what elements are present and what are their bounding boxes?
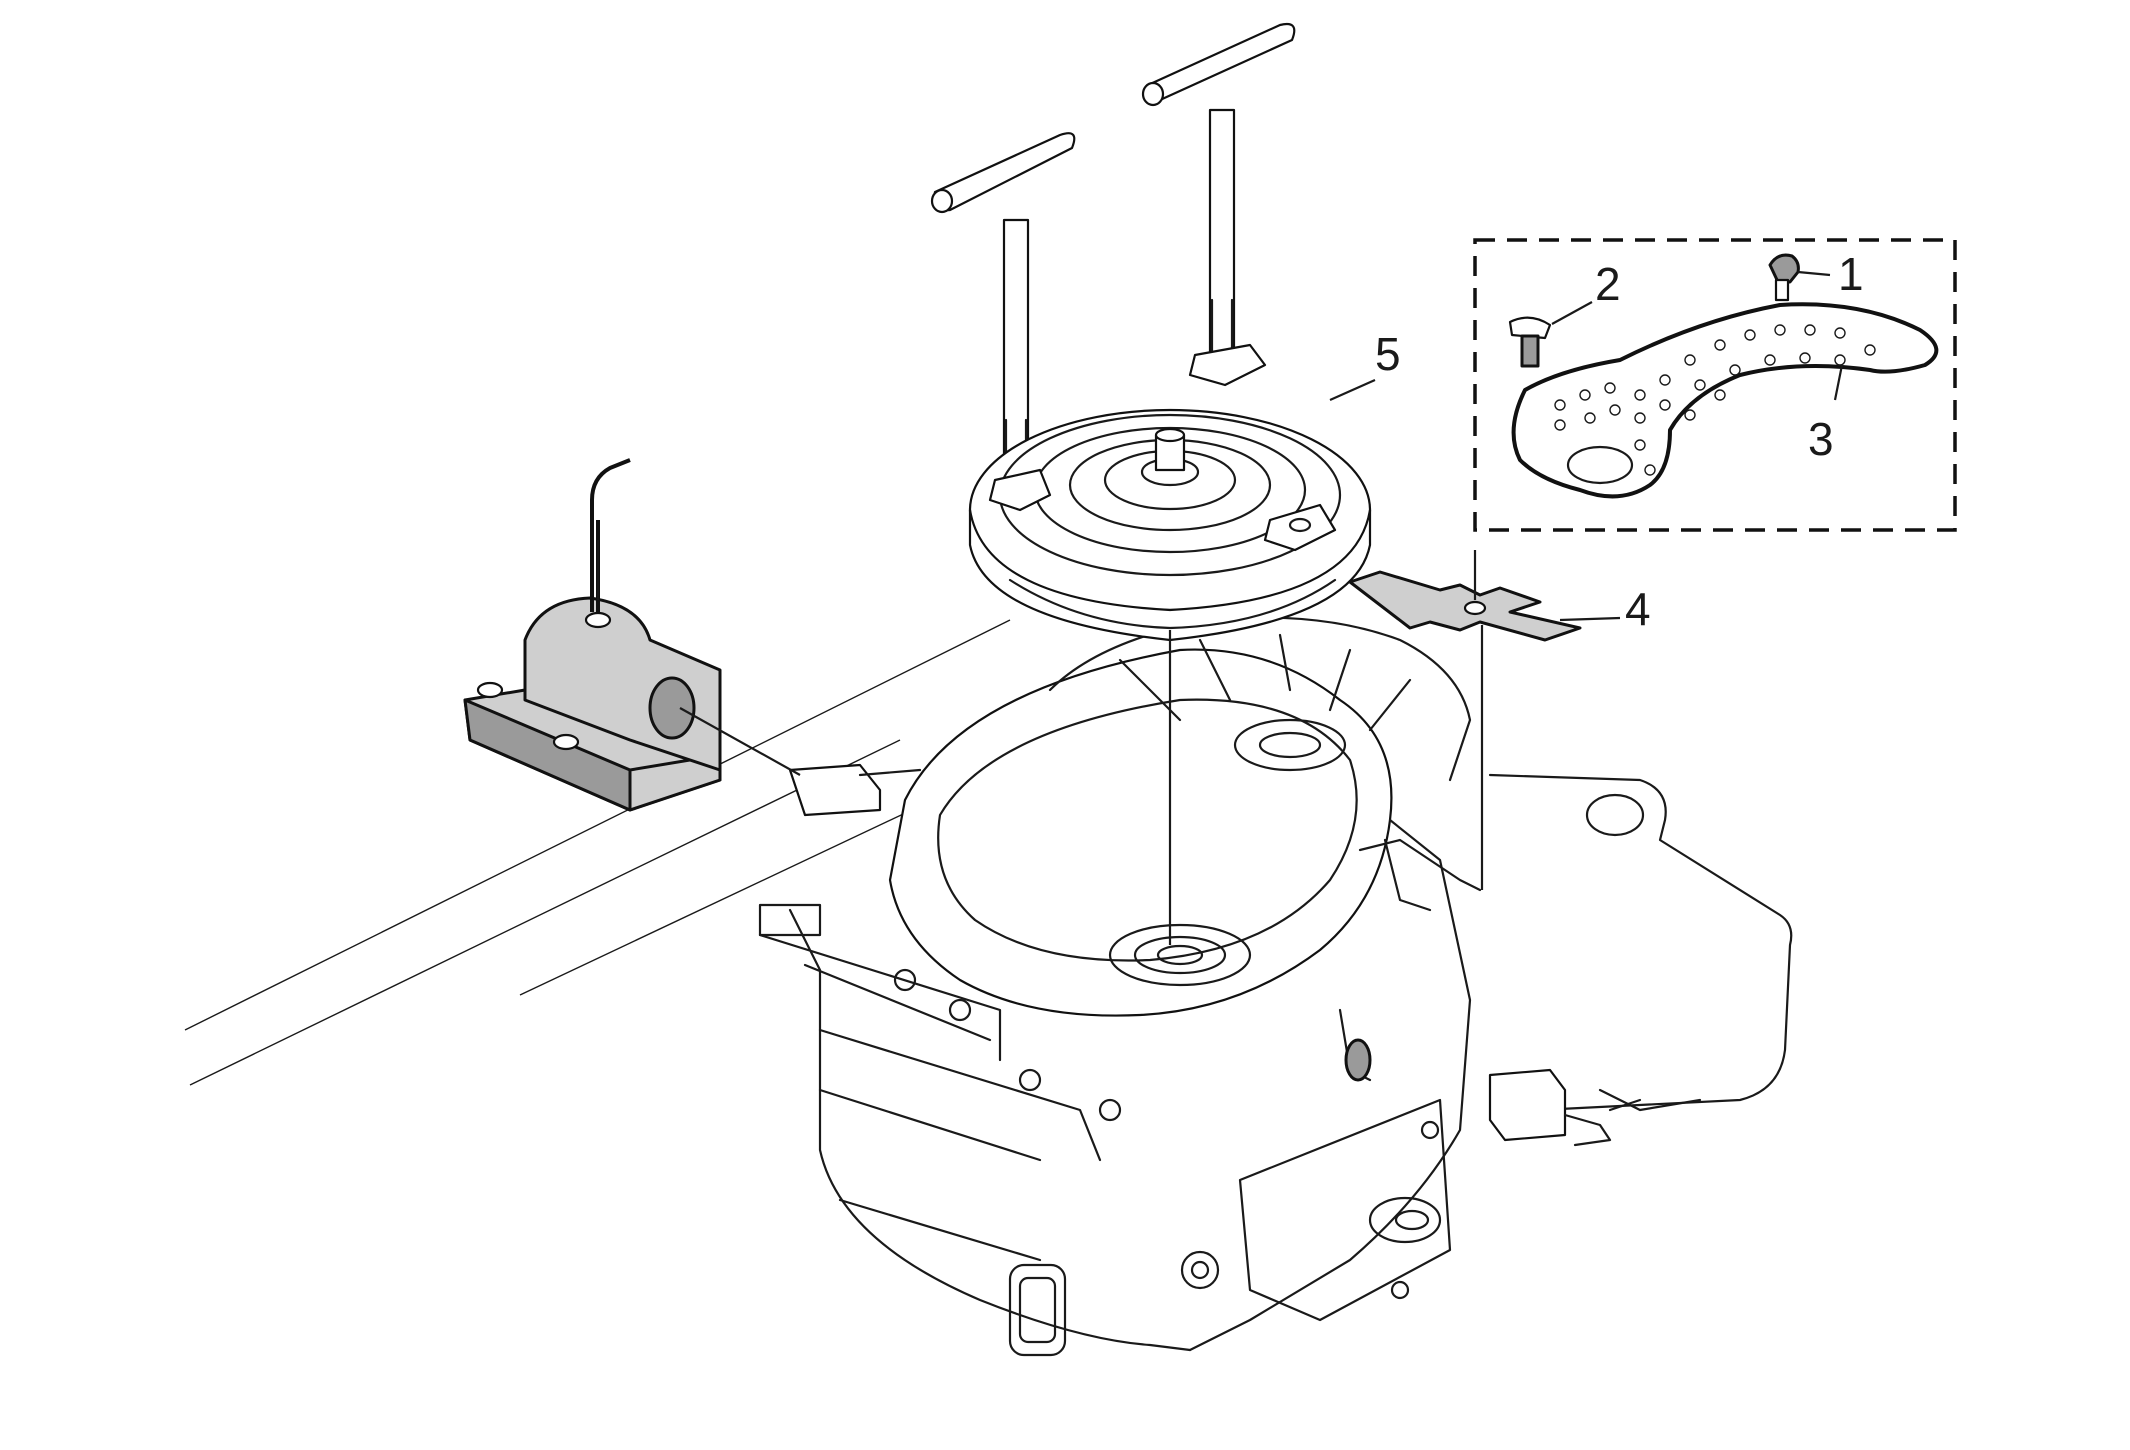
adapter-plate	[1348, 550, 1582, 912]
callout-3: 3	[1808, 413, 1834, 465]
callout-labels: 1 2 3 4 5	[1375, 248, 1864, 635]
callout-2: 2	[1595, 258, 1621, 310]
detail-inset	[1473, 238, 1957, 532]
callout-5: 5	[1375, 328, 1401, 380]
torque-converter-with-lifting-handles	[930, 22, 1372, 945]
alignment-block-tool	[463, 458, 801, 812]
support-fixture-plate	[1488, 773, 1793, 1112]
callout-4: 4	[1625, 583, 1651, 635]
callout-1: 1	[1838, 248, 1864, 300]
callout-leaders	[1329, 378, 1621, 622]
flexplate-holes	[1554, 324, 1876, 476]
transmission-housing	[758, 616, 1642, 1357]
